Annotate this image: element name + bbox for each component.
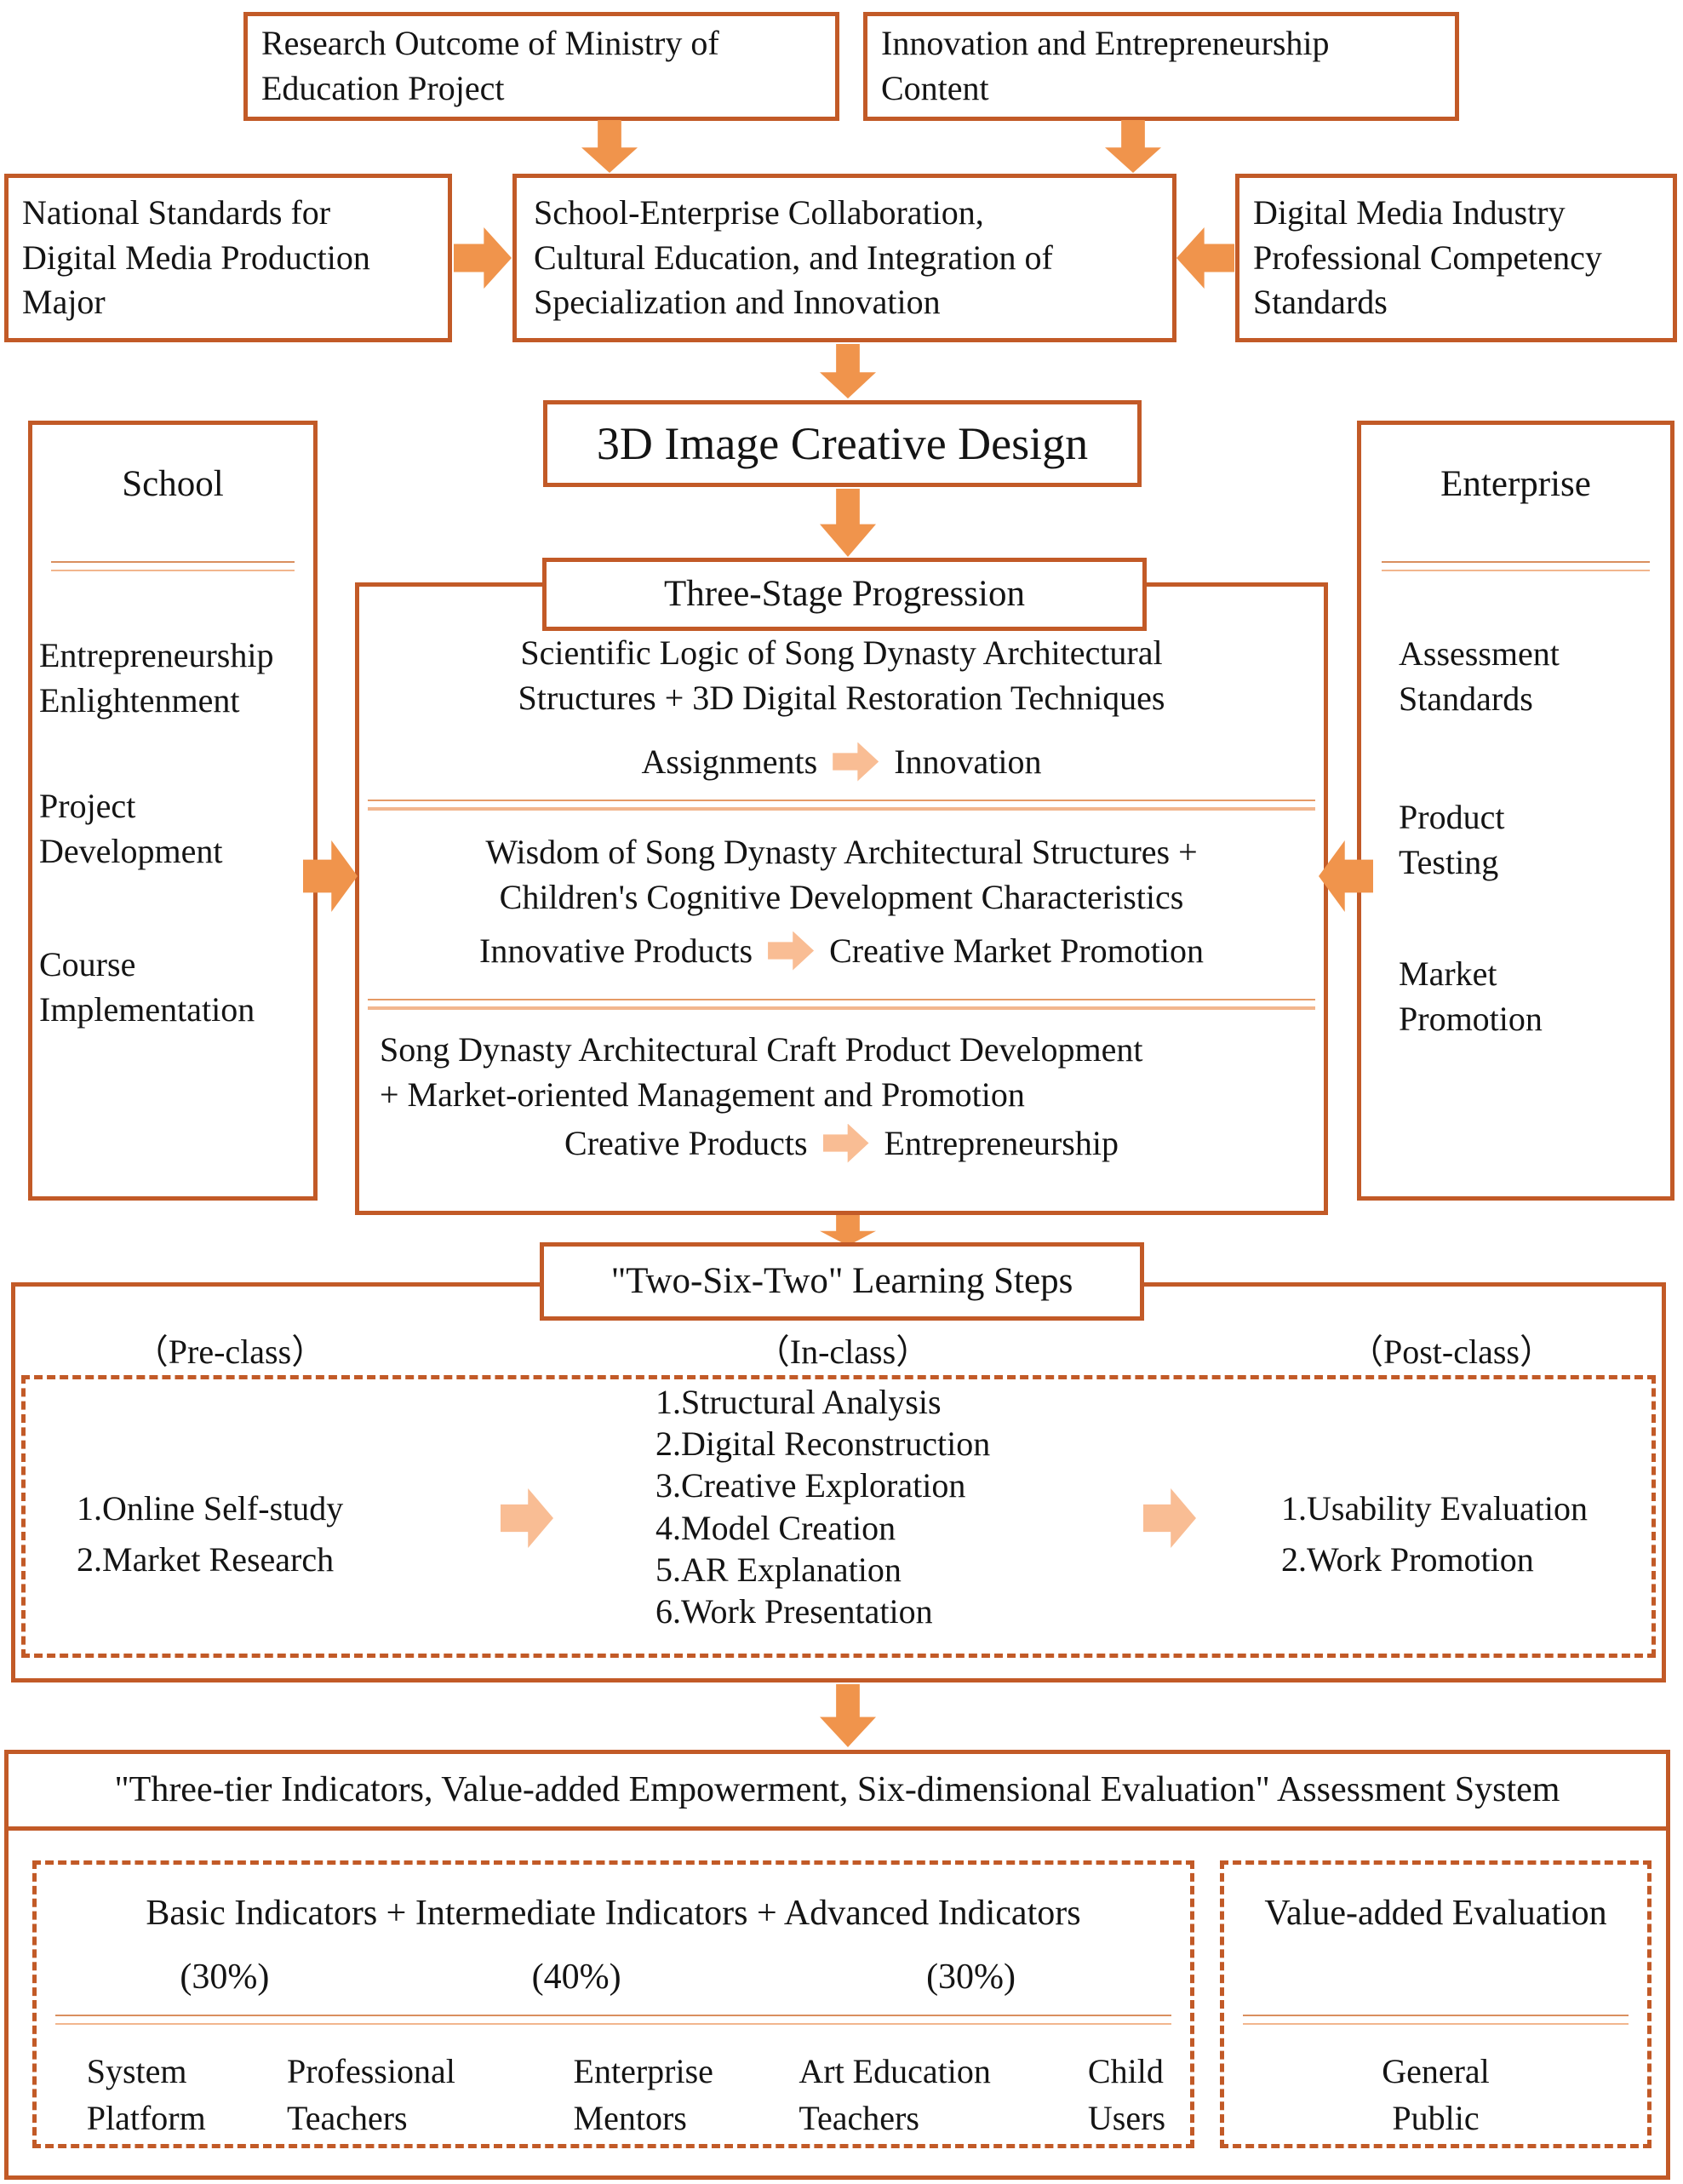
enterprise-item: Assessment Standards xyxy=(1399,634,1560,718)
learning-dashed-frame xyxy=(21,1375,1656,1658)
box-research-outcome: Research Outcome of Ministry of Educatio… xyxy=(243,12,839,121)
assessment-title: "Three-tier Indicators, Value-added Empo… xyxy=(114,1770,1560,1810)
enterprise-title: Enterprise xyxy=(1440,464,1591,504)
box-enterprise: Enterprise Assessment Standards Product … xyxy=(1357,421,1674,1201)
down-arrow-icon xyxy=(820,1215,876,1246)
pre-class-item: 2.Market Research xyxy=(77,1540,335,1579)
indicators-dashed-frame: Basic Indicators + Intermediate Indicato… xyxy=(32,1860,1194,2148)
phase-in-class: （In-class） xyxy=(755,1333,930,1371)
evaluator-child-users: Child Users xyxy=(1087,2052,1166,2138)
pre-class-list: 1.Online Self-study 2.Market Research xyxy=(77,1483,343,1585)
value-added-dashed-frame: Value-added Evaluation General Public xyxy=(1220,1860,1652,2148)
post-class-item: 2.Work Promotion xyxy=(1281,1540,1534,1579)
stage3-to: Entrepreneurship xyxy=(884,1124,1119,1162)
box-innovation-content-label: Innovation and Entrepreneurship Content xyxy=(881,24,1330,107)
box-industry-standards-label: Digital Media Industry Professional Comp… xyxy=(1253,192,1602,322)
divider xyxy=(1382,561,1650,571)
in-class-list: 1.Structural Analysis 2.Digital Reconstr… xyxy=(655,1381,990,1632)
in-class-item: 1.Structural Analysis xyxy=(655,1383,942,1421)
stage2-flow: Innovative Products Creative Market Prom… xyxy=(359,931,1324,971)
school-item: Entrepreneurship Enlightenment xyxy=(39,636,274,719)
stage-divider xyxy=(368,999,1315,1010)
down-arrow-icon xyxy=(820,489,876,557)
light-right-arrow-icon xyxy=(822,1123,869,1163)
indicators-line: Basic Indicators + Intermediate Indicato… xyxy=(146,1894,1081,1933)
phase-pre-class: （Pre-class） xyxy=(134,1333,326,1371)
down-arrow-icon xyxy=(1105,120,1161,173)
weight-intermediate: (40%) xyxy=(531,1958,621,1997)
down-arrow-icon xyxy=(581,120,638,173)
evaluator-general-public: General Public xyxy=(1382,2052,1490,2138)
box-school-enterprise-integration: School-Enterprise Collaboration, Cultura… xyxy=(512,174,1176,342)
enterprise-item: Product Testing xyxy=(1399,798,1505,881)
box-national-standards: National Standards for Digital Media Pro… xyxy=(4,174,452,342)
box-three-stage-title: Three-Stage Progression xyxy=(542,558,1147,631)
stage3-flow: Creative Products Entrepreneurship xyxy=(359,1123,1324,1163)
school-item: Course Implementation xyxy=(39,945,255,1029)
evaluator-professional-teachers: Professional Teachers xyxy=(287,2052,455,2138)
post-class-list: 1.Usability Evaluation 2.Work Promotion xyxy=(1281,1483,1588,1585)
box-innovation-content: Innovation and Entrepreneurship Content xyxy=(863,12,1459,121)
evaluator-system-platform: System Platform xyxy=(86,2052,206,2138)
stage-divider xyxy=(368,800,1315,811)
left-arrow-icon xyxy=(1176,227,1234,289)
box-national-standards-label: National Standards for Digital Media Pro… xyxy=(22,192,370,322)
assessment-header: "Three-tier Indicators, Value-added Empo… xyxy=(9,1754,1666,1831)
box-learning-title: "Two-Six-Two" Learning Steps xyxy=(540,1242,1144,1321)
stage1-flow: Assignments Innovation xyxy=(359,742,1324,782)
box-three-stage: Scientific Logic of Song Dynasty Archite… xyxy=(355,582,1328,1215)
value-added-title: Value-added Evaluation xyxy=(1264,1894,1607,1933)
box-industry-standards: Digital Media Industry Professional Comp… xyxy=(1235,174,1677,342)
light-right-arrow-icon xyxy=(833,742,879,782)
course-title: 3D Image Creative Design xyxy=(596,417,1089,469)
stage1-description: Scientific Logic of Song Dynasty Archite… xyxy=(518,633,1165,717)
evaluator-art-education-teachers: Art Education Teachers xyxy=(799,2052,991,2138)
divider xyxy=(51,561,295,571)
stage1-to: Innovation xyxy=(894,742,1042,781)
box-school: School Entrepreneurship Enlightenment Pr… xyxy=(28,421,318,1201)
box-school-enterprise-integration-label: School-Enterprise Collaboration, Cultura… xyxy=(534,192,1053,322)
divider xyxy=(55,2015,1171,2025)
weight-basic: (30%) xyxy=(180,1958,270,1997)
enterprise-item: Market Promotion xyxy=(1399,954,1543,1038)
stage2-to: Creative Market Promotion xyxy=(829,931,1204,970)
post-class-item: 1.Usability Evaluation xyxy=(1281,1489,1588,1528)
pre-class-item: 1.Online Self-study xyxy=(77,1489,344,1528)
light-right-arrow-icon xyxy=(768,931,815,971)
school-item: Project Development xyxy=(39,787,223,870)
weight-advanced: (30%) xyxy=(926,1958,1016,1997)
box-assessment-system: "Three-tier Indicators, Value-added Empo… xyxy=(4,1750,1670,2180)
stage2-description: Wisdom of Song Dynasty Architectural Str… xyxy=(485,833,1198,916)
stage3-description: Song Dynasty Architectural Craft Product… xyxy=(380,1030,1143,1114)
down-arrow-icon xyxy=(820,1684,876,1747)
in-class-item: 4.Model Creation xyxy=(655,1508,896,1547)
phase-post-class: （Post-class） xyxy=(1349,1333,1554,1371)
box-research-outcome-label: Research Outcome of Ministry of Educatio… xyxy=(261,24,719,107)
in-class-item: 2.Digital Reconstruction xyxy=(655,1424,991,1464)
box-course-title: 3D Image Creative Design xyxy=(543,400,1142,487)
divider xyxy=(1243,2015,1629,2025)
down-arrow-icon xyxy=(820,344,876,398)
right-arrow-icon xyxy=(454,227,512,289)
in-class-item: 3.Creative Exploration xyxy=(655,1466,966,1505)
stage1-from: Assignments xyxy=(641,742,818,781)
in-class-item: 6.Work Presentation xyxy=(655,1591,933,1631)
learning-title: "Two-Six-Two" Learning Steps xyxy=(610,1261,1073,1302)
school-title: School xyxy=(122,464,224,504)
three-stage-title: Three-Stage Progression xyxy=(664,574,1025,615)
in-class-item: 5.AR Explanation xyxy=(655,1550,902,1589)
stage2-from: Innovative Products xyxy=(479,931,753,970)
box-learning-steps xyxy=(11,1282,1666,1682)
evaluator-enterprise-mentors: Enterprise Mentors xyxy=(573,2052,713,2138)
stage3-from: Creative Products xyxy=(564,1124,808,1162)
